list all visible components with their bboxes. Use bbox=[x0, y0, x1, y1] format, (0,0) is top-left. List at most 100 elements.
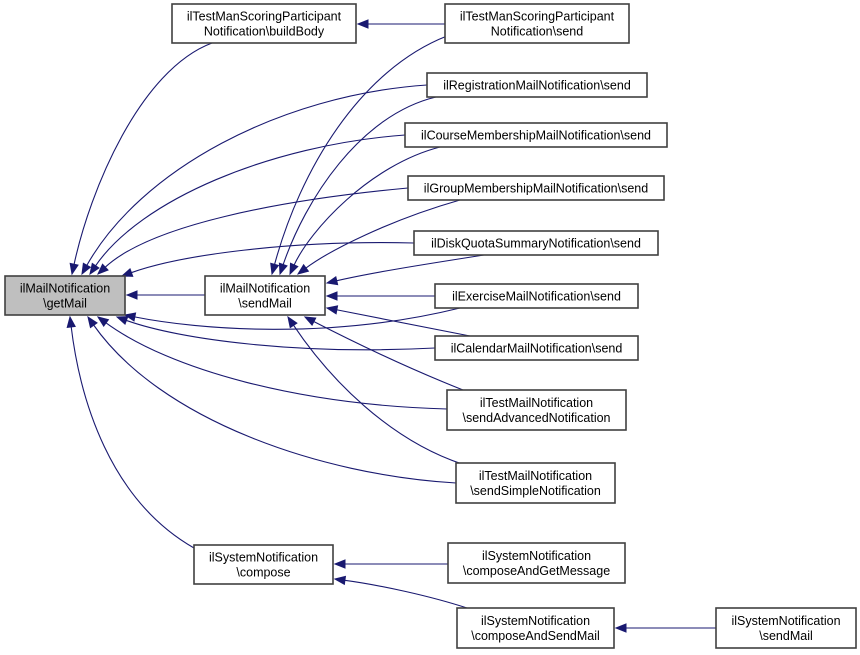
node-group-send[interactable]: ilGroupMembershipMailNotification\send bbox=[407, 175, 665, 201]
edge-line bbox=[273, 35, 448, 266]
node-box[interactable] bbox=[434, 335, 639, 361]
node-box[interactable] bbox=[455, 462, 616, 504]
edge-line bbox=[125, 319, 436, 351]
node-label: ilSystemNotification bbox=[731, 614, 840, 628]
edge-getMsg-to-compose bbox=[333, 559, 449, 569]
node-label: ilSystemNotification bbox=[482, 549, 591, 563]
node-box[interactable] bbox=[446, 389, 627, 431]
node-label: ilCalendarMailNotification\send bbox=[451, 342, 623, 356]
edge-simpleSend-to-getMail bbox=[87, 315, 457, 484]
arrowhead-icon bbox=[123, 312, 137, 322]
arrowhead-icon bbox=[356, 19, 369, 29]
edge-groupSend-to-sendMailMN bbox=[296, 199, 461, 275]
node-label: \sendMail bbox=[238, 297, 292, 311]
node-box[interactable] bbox=[444, 3, 630, 44]
edge-line bbox=[304, 199, 461, 270]
node-disk-send[interactable]: ilDiskQuotaSummaryNotification\send bbox=[413, 230, 659, 256]
arrowhead-icon bbox=[303, 316, 317, 327]
edge-line bbox=[70, 325, 195, 549]
edge-line bbox=[335, 254, 485, 282]
node-get-msg[interactable]: ilSystemNotification\composeAndGetMessag… bbox=[447, 542, 626, 584]
node-label: ilRegistrationMailNotification\send bbox=[443, 79, 631, 93]
arrowhead-icon bbox=[325, 305, 339, 315]
node-label: ilTestMailNotification bbox=[480, 396, 593, 410]
edge-tmsSend-to-buildBody bbox=[356, 19, 445, 29]
node-label: ilMailNotification bbox=[220, 282, 310, 296]
arrowhead-icon bbox=[325, 291, 338, 301]
node-box[interactable] bbox=[193, 544, 334, 585]
edge-line bbox=[104, 321, 448, 410]
node-label: ilDiskQuotaSummaryNotification\send bbox=[431, 237, 641, 251]
arrowhead-icon bbox=[614, 623, 627, 633]
edge-courseSend-to-getMail bbox=[89, 134, 406, 276]
node-tms-send[interactable]: ilTestManScoringParticipantNotification\… bbox=[444, 3, 630, 44]
edge-calSend-to-getMail bbox=[115, 316, 436, 351]
edge-tmsSend-to-sendMailMN bbox=[270, 35, 448, 276]
node-box[interactable] bbox=[4, 275, 126, 316]
edge-line bbox=[73, 42, 213, 266]
arrowhead-icon bbox=[270, 262, 280, 276]
node-box[interactable] bbox=[413, 230, 659, 256]
node-get-mail[interactable]: ilMailNotification\getMail bbox=[4, 275, 126, 316]
node-simple-send[interactable]: ilTestMailNotification\sendSimpleNotific… bbox=[455, 462, 616, 504]
node-course-send[interactable]: ilCourseMembershipMailNotification\send bbox=[404, 122, 668, 148]
edges-layer bbox=[66, 19, 716, 633]
node-box[interactable] bbox=[204, 275, 326, 316]
node-sys-send-mail[interactable]: ilSystemNotification\sendMail bbox=[715, 607, 857, 649]
edge-diskSend-to-sendMailMN bbox=[325, 254, 485, 286]
edge-groupSend-to-getMail bbox=[97, 187, 409, 275]
node-label: \composeAndGetMessage bbox=[463, 564, 610, 578]
edge-line bbox=[343, 579, 468, 609]
edge-line bbox=[94, 134, 406, 267]
node-compose-send[interactable]: ilSystemNotification\composeAndSendMail bbox=[456, 607, 615, 649]
edge-sendMailMN-to-getMail bbox=[125, 290, 205, 300]
node-box[interactable] bbox=[404, 122, 668, 148]
arrowhead-icon bbox=[81, 262, 92, 276]
edge-line bbox=[312, 320, 464, 391]
arrowhead-icon bbox=[287, 315, 298, 329]
node-label: ilTestManScoringParticipant bbox=[187, 10, 342, 24]
arrowhead-icon bbox=[296, 263, 310, 275]
arrowhead-icon bbox=[96, 316, 110, 328]
node-label: \sendSimpleNotification bbox=[470, 484, 601, 498]
arrowhead-icon bbox=[333, 575, 347, 586]
node-label: ilTestManScoringParticipant bbox=[460, 10, 615, 24]
node-label: ilMailNotification bbox=[20, 282, 110, 296]
edge-line bbox=[133, 307, 461, 330]
edge-simpleSend-to-sendMailMN bbox=[287, 315, 463, 465]
node-box[interactable] bbox=[426, 72, 648, 98]
edge-compose-to-getMail bbox=[66, 315, 195, 549]
arrowhead-icon bbox=[87, 315, 98, 329]
edge-line bbox=[85, 84, 428, 267]
node-label: ilCourseMembershipMailNotification\send bbox=[421, 129, 651, 143]
edge-line bbox=[92, 324, 457, 484]
edge-regSend-to-sendMailMN bbox=[278, 96, 437, 276]
node-box[interactable] bbox=[407, 175, 665, 201]
edge-courseSend-to-sendMailMN bbox=[289, 146, 441, 276]
node-label: ilSystemNotification bbox=[209, 551, 318, 565]
node-label: \composeAndSendMail bbox=[471, 629, 600, 643]
node-label: ilExerciseMailNotification\send bbox=[452, 290, 621, 304]
node-box[interactable] bbox=[715, 607, 857, 649]
node-adv-send[interactable]: ilTestMailNotification\sendAdvancedNotif… bbox=[446, 389, 627, 431]
node-reg-send[interactable]: ilRegistrationMailNotification\send bbox=[426, 72, 648, 98]
edge-line bbox=[104, 187, 409, 269]
node-box[interactable] bbox=[171, 3, 357, 44]
node-ex-send[interactable]: ilExerciseMailNotification\send bbox=[434, 283, 639, 309]
node-box[interactable] bbox=[456, 607, 615, 649]
node-box[interactable] bbox=[434, 283, 639, 309]
node-send-mail-m-n[interactable]: ilMailNotification\sendMail bbox=[204, 275, 326, 316]
arrowhead-icon bbox=[115, 316, 129, 326]
node-box[interactable] bbox=[447, 542, 626, 584]
edge-line bbox=[335, 309, 471, 337]
node-compose[interactable]: ilSystemNotification\compose bbox=[193, 544, 334, 585]
node-build-body[interactable]: ilTestManScoringParticipantNotification\… bbox=[171, 3, 357, 44]
node-cal-send[interactable]: ilCalendarMailNotification\send bbox=[434, 335, 639, 361]
edge-regSend-to-getMail bbox=[81, 84, 428, 276]
edge-calSend-to-sendMailMN bbox=[325, 305, 471, 337]
edge-line bbox=[292, 324, 463, 465]
node-label: ilTestMailNotification bbox=[479, 469, 592, 483]
nodes-layer: ilMailNotification\getMail ilTestManScori… bbox=[4, 3, 857, 649]
edge-line bbox=[130, 242, 415, 274]
